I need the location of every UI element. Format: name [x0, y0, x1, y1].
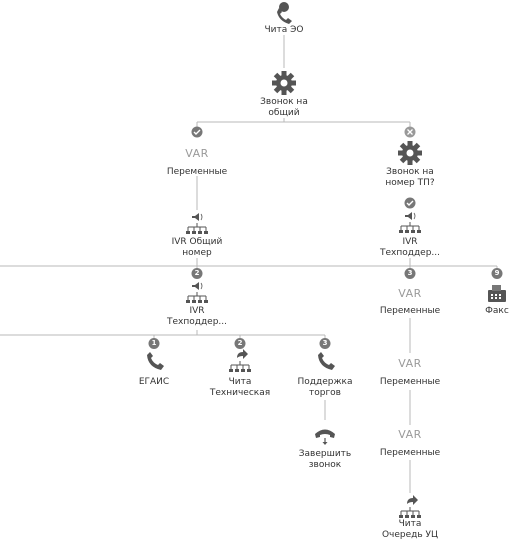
check-icon — [404, 197, 416, 209]
node-label[interactable]: IVR Техподдер... — [167, 306, 227, 328]
var-icon: VAR — [398, 357, 422, 370]
order-badge: 3 — [404, 268, 416, 279]
node-label-line: IVR — [402, 237, 418, 247]
node-label-line: Звонок на — [260, 97, 308, 107]
node-label[interactable]: Факс — [485, 306, 509, 316]
node-label-line: Техподдер... — [379, 248, 441, 258]
x-icon — [404, 126, 416, 138]
node-label[interactable]: Звонок на общий — [260, 97, 308, 119]
node-label-line: номер ТП? — [385, 178, 435, 188]
node-label-line: Завершить — [298, 449, 352, 459]
gear-icon — [398, 141, 422, 165]
order-badge: 1 — [148, 338, 160, 349]
node-label[interactable]: Поддержка торгов — [297, 377, 352, 399]
node-label[interactable]: Переменные — [166, 167, 228, 177]
node-label-line: Чита — [398, 519, 422, 529]
order-badge: 3 — [319, 338, 331, 349]
ivr-icon — [399, 212, 421, 233]
node-label[interactable]: IVR Техподдер... — [380, 237, 440, 259]
node-label-line: IVR Общий — [171, 237, 223, 247]
node-label[interactable]: Завершить звонок — [299, 449, 351, 471]
fax-icon — [488, 285, 506, 302]
node-label-line: Техническая — [209, 388, 271, 398]
node-label-line: IVR — [189, 306, 205, 316]
ivr-icon — [186, 282, 208, 303]
node-label-line: Чита — [228, 377, 252, 387]
node-label[interactable]: IVR Общий номер — [172, 237, 223, 259]
order-badge: 2 — [234, 338, 246, 349]
var-icon: VAR — [398, 428, 422, 441]
node-label-line: Техподдер... — [166, 317, 228, 327]
node-label-line: звонок — [308, 460, 342, 470]
node-label[interactable]: ЕГАИС — [138, 377, 170, 387]
phone-globe-icon — [277, 2, 292, 24]
node-label[interactable]: Переменные — [379, 448, 441, 458]
node-label-line: общий — [268, 108, 300, 118]
node-label-line: номер — [182, 248, 212, 258]
node-label[interactable]: Чита Техническая — [210, 377, 270, 399]
node-label-line: торгов — [308, 388, 341, 398]
node-label[interactable]: Чита ЭО — [264, 25, 304, 35]
redirect-icon — [229, 349, 251, 372]
var-icon: VAR — [398, 287, 422, 300]
node-label[interactable]: Звонок на номер ТП? — [385, 167, 434, 189]
node-label[interactable]: Переменные — [379, 306, 441, 316]
redirect-icon — [399, 495, 421, 518]
hangup-icon — [315, 429, 335, 445]
order-badge: 2 — [191, 268, 203, 279]
node-label-line: Поддержка — [297, 377, 353, 387]
ivr-icon — [186, 213, 208, 234]
node-label-line: Звонок на — [386, 167, 434, 177]
node-label[interactable]: Чита Очередь УЦ — [382, 519, 438, 541]
node-label[interactable]: Переменные — [379, 377, 441, 387]
phone-icon — [147, 352, 164, 370]
var-icon: VAR — [185, 147, 209, 160]
gear-icon — [272, 71, 296, 95]
order-badge: 9 — [491, 268, 503, 279]
phone-icon — [318, 352, 335, 370]
check-icon — [191, 126, 203, 138]
node-label-line: Очередь УЦ — [381, 530, 439, 540]
